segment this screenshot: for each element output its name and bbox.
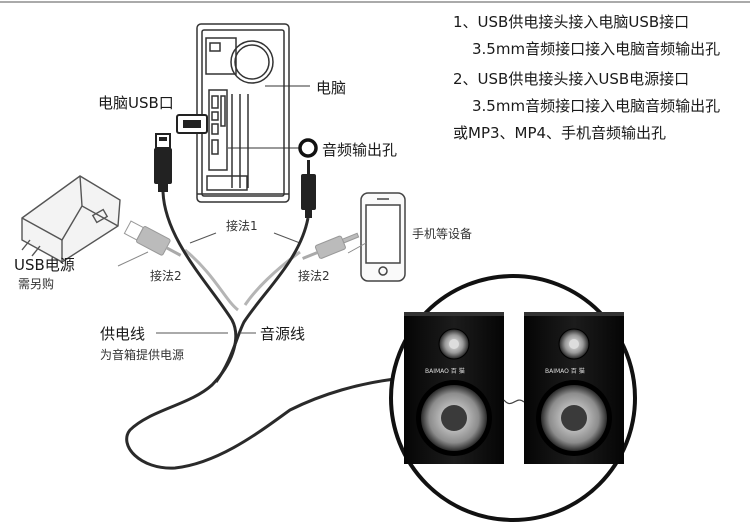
audio-cable-label: 音源线 <box>260 323 305 344</box>
audio-plug-icon <box>301 160 316 218</box>
computer-label: 电脑 <box>316 77 346 98</box>
audio-plug-method2-icon <box>300 230 361 265</box>
method2-left-label: 接法2 <box>150 267 182 284</box>
audio-out-label: 音频输出孔 <box>322 139 397 160</box>
usb-port-icon <box>177 115 207 133</box>
usb-plug-method2-icon <box>123 219 184 263</box>
instruction-line-3: 2、USB供电接头接入USB电源接口 <box>453 68 689 89</box>
speaker-brand-left: BAIMAO 百 猫 <box>425 366 465 375</box>
usb-power-label: USB电源 <box>14 254 75 275</box>
speaker-right-icon <box>524 312 624 464</box>
phone-label: 手机等设备 <box>412 225 472 242</box>
computer-usb-label: 电脑USB口 <box>98 92 174 113</box>
method1-label: 接法1 <box>226 217 258 234</box>
speaker-set-icon <box>391 276 635 520</box>
method2-right-label: 接法2 <box>298 267 330 284</box>
usb-power-note: 需另购 <box>18 275 54 292</box>
speaker-left-icon <box>404 312 504 464</box>
computer-tower-icon <box>197 24 289 202</box>
power-cable-label: 供电线 <box>100 323 145 344</box>
instruction-line-4: 3.5mm音频接口接入电脑音频输出孔 <box>472 95 720 116</box>
instruction-line-5: 或MP3、MP4、手机音频输出孔 <box>453 122 666 143</box>
power-cable-note: 为音箱提供电源 <box>100 346 184 363</box>
usb-plug-icon <box>154 134 172 192</box>
speaker-brand-right: BAIMAO 百 猫 <box>545 366 585 375</box>
usb-power-adapter-icon <box>22 176 120 262</box>
instruction-line-1: 1、USB供电接头接入电脑USB接口 <box>453 11 689 32</box>
instruction-line-2: 3.5mm音频接口接入电脑音频输出孔 <box>472 38 720 59</box>
smartphone-icon <box>361 193 405 281</box>
